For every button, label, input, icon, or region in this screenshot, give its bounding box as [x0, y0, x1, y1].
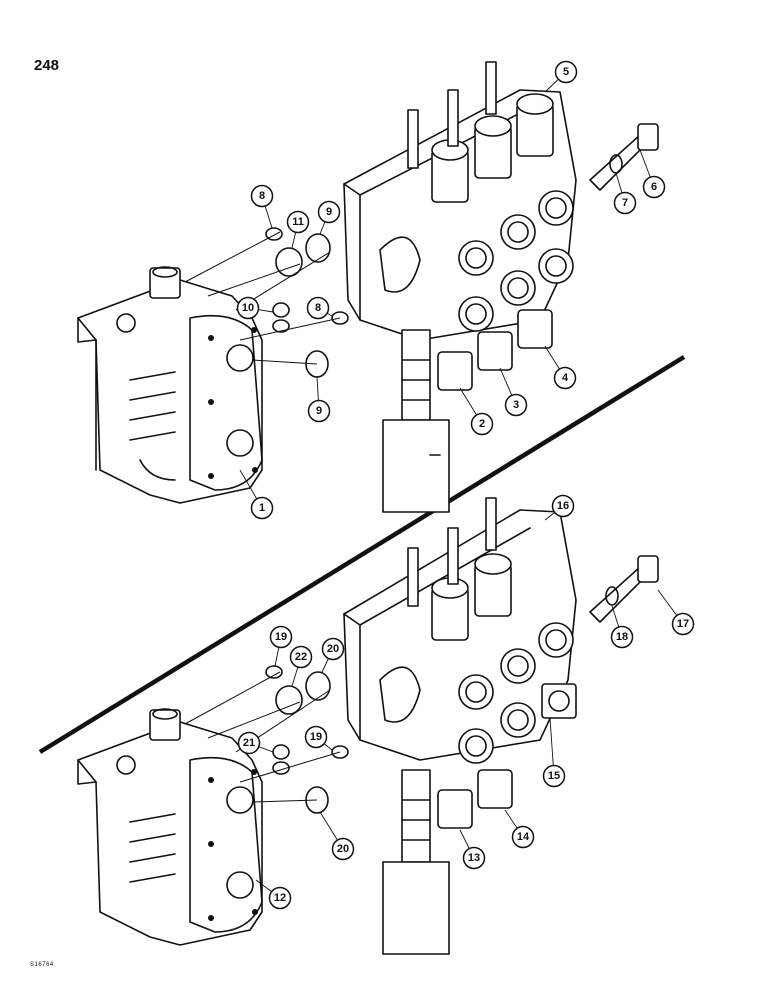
svg-text:7: 7	[622, 197, 628, 209]
callout-5: 5	[554, 60, 578, 84]
callout-4: 4	[553, 366, 577, 390]
callout-14: 14	[511, 825, 535, 849]
figure-code: S16764	[30, 962, 54, 968]
svg-text:12: 12	[274, 892, 286, 904]
svg-text:10: 10	[242, 302, 254, 314]
callout-20: 20	[321, 637, 345, 661]
upper-callouts: 1 2 3 4 5 6 7 8 9 10 11 8 9	[236, 60, 666, 520]
callout-8: 8	[250, 184, 274, 208]
lower-pump-body	[77, 708, 263, 946]
svg-text:17: 17	[677, 618, 689, 630]
callout-6: 6	[642, 175, 666, 199]
svg-text:22: 22	[295, 651, 307, 663]
callout-7: 7	[613, 191, 637, 215]
divider-line	[38, 355, 686, 754]
svg-text:3: 3	[513, 399, 519, 411]
callout-16: 16	[551, 494, 575, 518]
callout-8-second: 8	[306, 296, 330, 320]
svg-text:20: 20	[337, 843, 349, 855]
lower-valve-bank	[343, 497, 659, 955]
svg-text:11: 11	[292, 216, 304, 228]
lower-callouts: 12 13 14 15 16 17 18 19 20 21 22 19 20	[237, 494, 695, 910]
svg-text:2: 2	[479, 418, 485, 430]
svg-text:9: 9	[316, 405, 322, 417]
svg-text:6: 6	[651, 181, 657, 193]
callout-21: 21	[237, 731, 261, 755]
svg-text:5: 5	[563, 66, 569, 78]
callout-9: 9	[317, 200, 341, 224]
svg-text:4: 4	[562, 372, 569, 384]
upper-assembly	[77, 61, 659, 513]
svg-text:18: 18	[616, 631, 628, 643]
svg-text:15: 15	[548, 770, 560, 782]
lower-seals	[184, 665, 349, 814]
callout-18: 18	[610, 625, 634, 649]
callout-15: 15	[542, 764, 566, 788]
callout-17: 17	[671, 612, 695, 636]
upper-pump-body	[77, 266, 263, 504]
callout-11: 11	[286, 210, 310, 234]
callout-1: 1	[250, 496, 274, 520]
svg-text:16: 16	[557, 500, 569, 512]
svg-text:8: 8	[259, 190, 265, 202]
callout-3: 3	[504, 393, 528, 417]
callout-9-second: 9	[307, 399, 331, 423]
callout-12: 12	[268, 886, 292, 910]
svg-text:8: 8	[315, 302, 321, 314]
svg-text:1: 1	[259, 502, 265, 514]
svg-text:19: 19	[310, 731, 322, 743]
callout-10: 10	[236, 296, 260, 320]
svg-text:14: 14	[517, 831, 530, 843]
callout-20-second: 20	[331, 837, 355, 861]
upper-valve-bank	[343, 61, 659, 513]
lower-assembly	[77, 497, 684, 955]
callout-13: 13	[462, 846, 486, 870]
svg-text:21: 21	[243, 737, 255, 749]
callout-2: 2	[470, 412, 494, 436]
page-number: 248	[34, 57, 60, 74]
svg-text:13: 13	[468, 852, 480, 864]
callout-22: 22	[289, 645, 313, 669]
svg-text:9: 9	[326, 206, 332, 218]
svg-text:20: 20	[327, 643, 339, 655]
callout-19: 19	[269, 625, 293, 649]
svg-text:19: 19	[275, 631, 287, 643]
callout-19-second: 19	[304, 725, 328, 749]
